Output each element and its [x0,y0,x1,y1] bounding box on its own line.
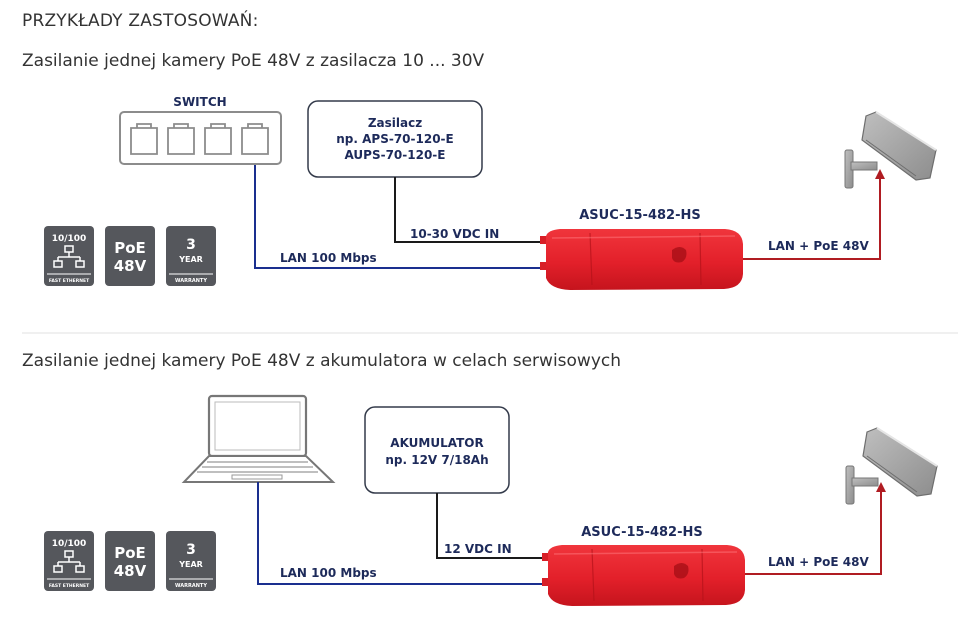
power-supply-box: Zasilacz np. APS-70-120-E AUPS-70-120-E [307,100,483,178]
converter-device-icon [540,229,743,290]
output-line [744,482,886,575]
psu-line-3: AUPS-70-120-E [345,148,446,162]
lan-line [254,165,540,269]
output-label: LAN + PoE 48V [768,555,870,569]
battery-box: AKUMULATOR np. 12V 7/18Ah [364,406,510,494]
section-heading: PRZYKŁADY ZASTOSOWAŃ: [22,11,259,31]
ethernet-badge-speed: 10/100 [52,234,87,244]
device-label: ASUC-15-482-HS [581,525,702,540]
poe-badge-line-2: 48V [114,257,147,275]
power-line [436,493,548,559]
psu-line-2: np. APS-70-120-E [336,132,453,146]
power-line [394,177,540,243]
lan-label: LAN 100 Mbps [280,251,377,265]
warranty-badge-unit: YEAR [178,560,203,569]
camera-icon [845,427,938,505]
warranty-badge-caption: WARRANTY [175,278,207,284]
poe-badge-line-1: PoE [114,544,146,562]
scenario-1-title: Zasilanie jednej kamery PoE 48V z zasila… [22,51,485,71]
warranty-badge-number: 3 [186,237,196,253]
psu-line-1: Zasilacz [368,116,422,130]
camera-icon [844,111,937,189]
warranty-badge-unit: YEAR [178,255,203,264]
battery-line-1: AKUMULATOR [390,436,483,450]
lan-line [257,482,548,585]
output-line [742,169,885,260]
battery-line-2: np. 12V 7/18Ah [385,453,488,467]
feature-badges: 10/100 FAST ETHERNET PoE 48V 3 YEAR WARR… [43,225,217,287]
poe-badge-line-2: 48V [114,562,147,580]
warranty-badge-number: 3 [186,542,196,558]
ethernet-badge-caption: FAST ETHERNET [49,278,90,284]
warranty-badge-caption: WARRANTY [175,583,207,589]
converter-device-icon [542,545,745,606]
power-in-label: 10-30 VDC IN [410,227,499,241]
power-in-label: 12 VDC IN [444,542,512,556]
lan-label: LAN 100 Mbps [280,566,377,580]
switch-icon [119,111,282,165]
scenario-2-title: Zasilanie jednej kamery PoE 48V z akumul… [22,351,622,371]
ethernet-badge-caption: FAST ETHERNET [49,583,90,589]
scenario-1-diagram: SWITCH Zasilacz np. APS-70-120-E AUPS-70… [43,95,937,290]
output-label: LAN + PoE 48V [768,239,870,253]
ethernet-badge-speed: 10/100 [52,539,87,549]
poe-badge-line-1: PoE [114,239,146,257]
scenario-2-diagram: AKUMULATOR np. 12V 7/18Ah 12 VDC IN LAN … [43,394,938,606]
device-label: ASUC-15-482-HS [579,208,700,223]
feature-badges: 10/100 FAST ETHERNET PoE 48V 3 YEAR WARR… [43,530,217,592]
switch-label: SWITCH [173,95,226,109]
laptop-icon [181,394,336,483]
